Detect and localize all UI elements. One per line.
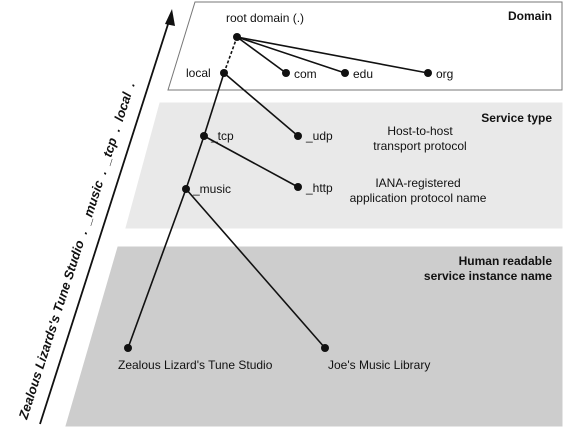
node-tcp <box>200 132 208 140</box>
edge-music-zealous <box>127 188 187 349</box>
edge-root-org <box>236 36 429 74</box>
edge-local-udp <box>223 72 299 137</box>
service-type-band <box>125 102 563 229</box>
tree-edges <box>127 36 429 349</box>
edge-root-com <box>236 36 287 74</box>
annotation-iana-line2: application protocol name <box>350 191 487 205</box>
node-music <box>182 185 190 193</box>
label-tcp: _tcp <box>210 129 234 143</box>
annotation-transport-line2: transport protocol <box>373 139 466 153</box>
label-music: _music <box>192 182 231 196</box>
node-com <box>282 69 290 77</box>
label-udp: _udp <box>305 129 333 143</box>
node-org <box>424 69 432 77</box>
node-root <box>233 33 241 41</box>
arrowhead-icon <box>165 9 175 26</box>
edge-tcp-music <box>185 135 205 190</box>
edge-music-joes <box>185 188 326 349</box>
label-edu: edu <box>353 67 373 81</box>
node-http <box>294 183 302 191</box>
layer-title-domain: Domain <box>508 9 552 23</box>
layer-title-instance-line2: service instance name <box>424 269 552 283</box>
label-local: local <box>186 66 211 80</box>
annotation-transport-line1: Host-to-host <box>387 124 453 138</box>
edge-local-tcp <box>203 72 225 137</box>
name-construction-arrow <box>39 17 171 425</box>
label-org: org <box>436 67 453 81</box>
node-udp <box>294 132 302 140</box>
node-local <box>220 69 228 77</box>
node-joes <box>321 344 329 352</box>
edge-root-edu <box>236 36 346 74</box>
annotation-iana-line1: IANA-registered <box>375 176 460 190</box>
tree-nodes <box>124 33 432 352</box>
label-com: com <box>294 67 317 81</box>
node-edu <box>341 69 349 77</box>
label-http: _http <box>305 181 333 195</box>
layer-title-instance-line1: Human readable <box>459 254 553 268</box>
label-joes: Joe's Music Library <box>328 358 430 372</box>
node-zealous <box>124 344 132 352</box>
label-zealous: Zealous Lizard's Tune Studio <box>118 358 273 372</box>
edge-tcp-http <box>203 135 299 188</box>
edge-root-local <box>223 36 238 74</box>
label-root: root domain (.) <box>226 11 304 25</box>
domain-band <box>167 1 563 91</box>
layer-title-service-type: Service type <box>481 111 552 125</box>
